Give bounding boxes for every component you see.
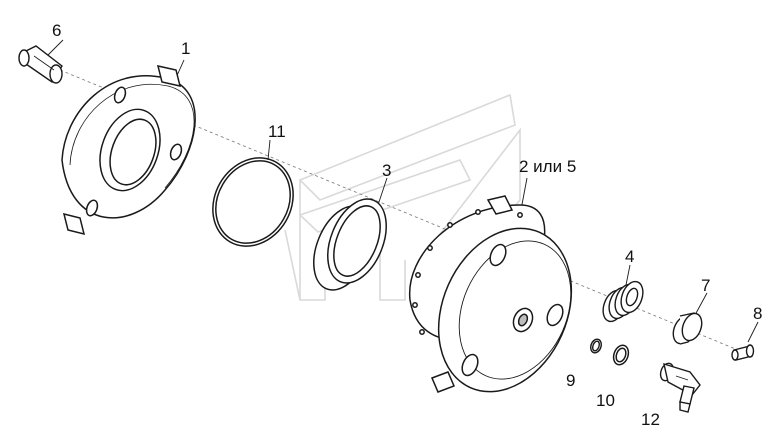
part-3-ring	[313, 198, 387, 291]
callout-11: 10	[596, 391, 615, 410]
part-2-housing	[409, 195, 573, 393]
callout-8: 8	[753, 304, 762, 323]
part-11-ring	[612, 344, 630, 366]
part-9-small-ring	[590, 338, 602, 354]
callout-10: 11	[268, 122, 286, 141]
part-1-flange	[61, 65, 196, 236]
part-7-disc	[672, 312, 703, 345]
assembly-axis	[59, 69, 751, 356]
callout-4: 4	[625, 247, 634, 266]
callout-6: 6	[52, 21, 61, 40]
callout-3: 3	[382, 161, 391, 180]
callout-9: 9	[566, 371, 575, 390]
callout-7: 7	[701, 276, 710, 295]
part-4-spring	[602, 280, 644, 323]
part-8-screw	[731, 344, 755, 361]
part-6-plug	[18, 45, 63, 84]
callout-12: 12	[641, 410, 660, 429]
callout-2: 2 или 5	[519, 157, 576, 176]
part-10-o-ring	[212, 157, 294, 247]
callout-1: 1	[181, 39, 190, 58]
part-12-fitting	[659, 362, 701, 413]
